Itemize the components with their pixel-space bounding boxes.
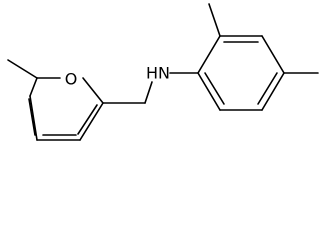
ring-bond-6-1-double [204, 72, 225, 105]
chemical-structure: O HN [7, 3, 319, 141]
ring-bond-4-5 [261, 72, 285, 111]
furan-bond-c5-link [29, 77, 38, 97]
furan-bond-c4-c5-double [28, 98, 36, 136]
amine-nh-label: HN [146, 64, 170, 83]
dimethylphenyl-group [197, 3, 319, 111]
furan-bond-o-c2 [82, 77, 104, 104]
furan-bond-c2-c3-double [77, 104, 98, 135]
furan-oxygen-label: O [65, 70, 78, 89]
ch2-nh-bond [144, 81, 153, 104]
ring-bond-3-4 [261, 35, 285, 74]
furan-methyl-bond [7, 59, 38, 79]
ortho-methyl-bond [208, 3, 221, 37]
furan-bond-c2-c3 [79, 102, 104, 141]
ring-bond-4-5-double [257, 72, 278, 105]
ring-bond-1-2 [197, 35, 221, 74]
furan-bond-c4-c5 [29, 95, 38, 141]
methylfuran-group: O [7, 59, 104, 141]
methylene-linker: HN [102, 64, 199, 104]
ring-bond-6-1 [197, 72, 221, 111]
